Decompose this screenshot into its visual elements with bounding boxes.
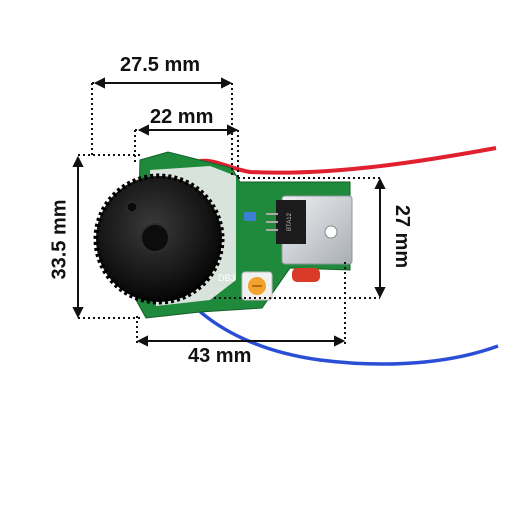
- dimension-inner-width: 22 mm: [150, 106, 214, 128]
- heatsink-hole: [324, 225, 338, 239]
- red-capacitor: [292, 268, 320, 282]
- dimension-arrows: [72, 77, 386, 347]
- dimension-bottom-width: 43 mm: [188, 345, 252, 367]
- rotary-knob: [93, 173, 225, 305]
- blue-component: [244, 212, 256, 221]
- db3-label: DB3: [218, 273, 236, 283]
- triac-component: [276, 200, 306, 244]
- blue-wire: [194, 306, 499, 366]
- dimension-right-height: 27 mm: [391, 204, 414, 269]
- dimension-top-width: 27.5 mm: [120, 54, 201, 76]
- dimension-left-height: 33.5 mm: [48, 199, 71, 280]
- triac-marking: BTA12: [287, 212, 293, 231]
- red-wire: [186, 146, 497, 175]
